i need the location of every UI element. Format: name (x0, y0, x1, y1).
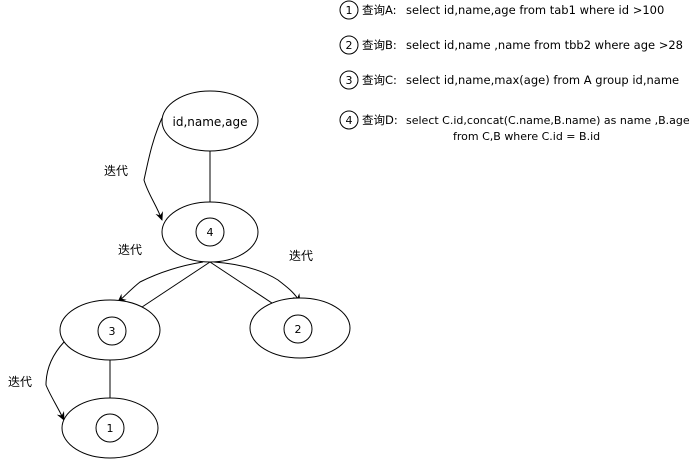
query-b-sql-line-1: select id,name ,name from tbb2 where age… (406, 38, 683, 52)
query-b-number-badge (339, 35, 359, 55)
iterate-label-4-to-2: 迭代 (289, 249, 313, 263)
query-d-number-badge (339, 110, 359, 130)
query-a-number-badge (339, 0, 359, 20)
node-4-badge (195, 217, 225, 247)
node-2-badge (283, 314, 313, 344)
query-c-number-badge (339, 70, 359, 90)
query-c-sql-line-1: select id,name,max(age) from A group id,… (406, 73, 679, 87)
node-1-badge (95, 413, 125, 443)
root-node (161, 90, 259, 152)
query-d: 4 查询D: select C.id,concat(C.name,B.name)… (339, 110, 690, 143)
query-a-label: 查询A: (362, 3, 397, 17)
iterate-arrow-root-to-4 (143, 117, 163, 221)
query-d-label: 查询D: (362, 113, 398, 127)
query-d-number: 4 (346, 114, 353, 127)
iterate-arrow-4-to-2 (213, 261, 301, 303)
iterate-label-root-to-4: 迭代 (104, 164, 128, 178)
query-b-number: 2 (346, 39, 353, 52)
edge-4-to-3 (129, 261, 211, 316)
query-d-sql-line-1: select C.id,concat(C.name,B.name) as nam… (406, 114, 690, 127)
query-c-label: 查询C: (362, 73, 397, 87)
iterate-arrow-4-to-3 (117, 261, 204, 303)
node-3-badge (97, 316, 127, 346)
query-c: 3 查询C: select id,name,max(age) from A gr… (339, 70, 679, 90)
query-b-label: 查询B: (362, 38, 397, 52)
iterate-arrow-3-to-1 (45, 341, 65, 421)
query-a-sql-line-1: select id,name,age from tab1 where id >1… (406, 3, 664, 17)
query-a-number: 1 (346, 4, 353, 17)
node-3-label: 3 (109, 325, 116, 338)
node-2-label: 2 (295, 323, 302, 336)
query-c-number: 3 (346, 74, 353, 87)
iterate-label-3-to-1: 迭代 (8, 375, 32, 389)
iterate-label-4-to-3: 迭代 (118, 243, 142, 257)
query-a: 1 查询A: select id,name,age from tab1 wher… (339, 0, 664, 20)
query-b: 2 查询B: select id,name ,name from tbb2 wh… (339, 35, 683, 55)
root-node-label: id,name,age (173, 115, 248, 129)
node-1-label: 1 (107, 422, 114, 435)
node-4-label: 4 (207, 226, 214, 239)
query-d-sql-line-2: from C,B where C.id = B.id (453, 130, 600, 143)
